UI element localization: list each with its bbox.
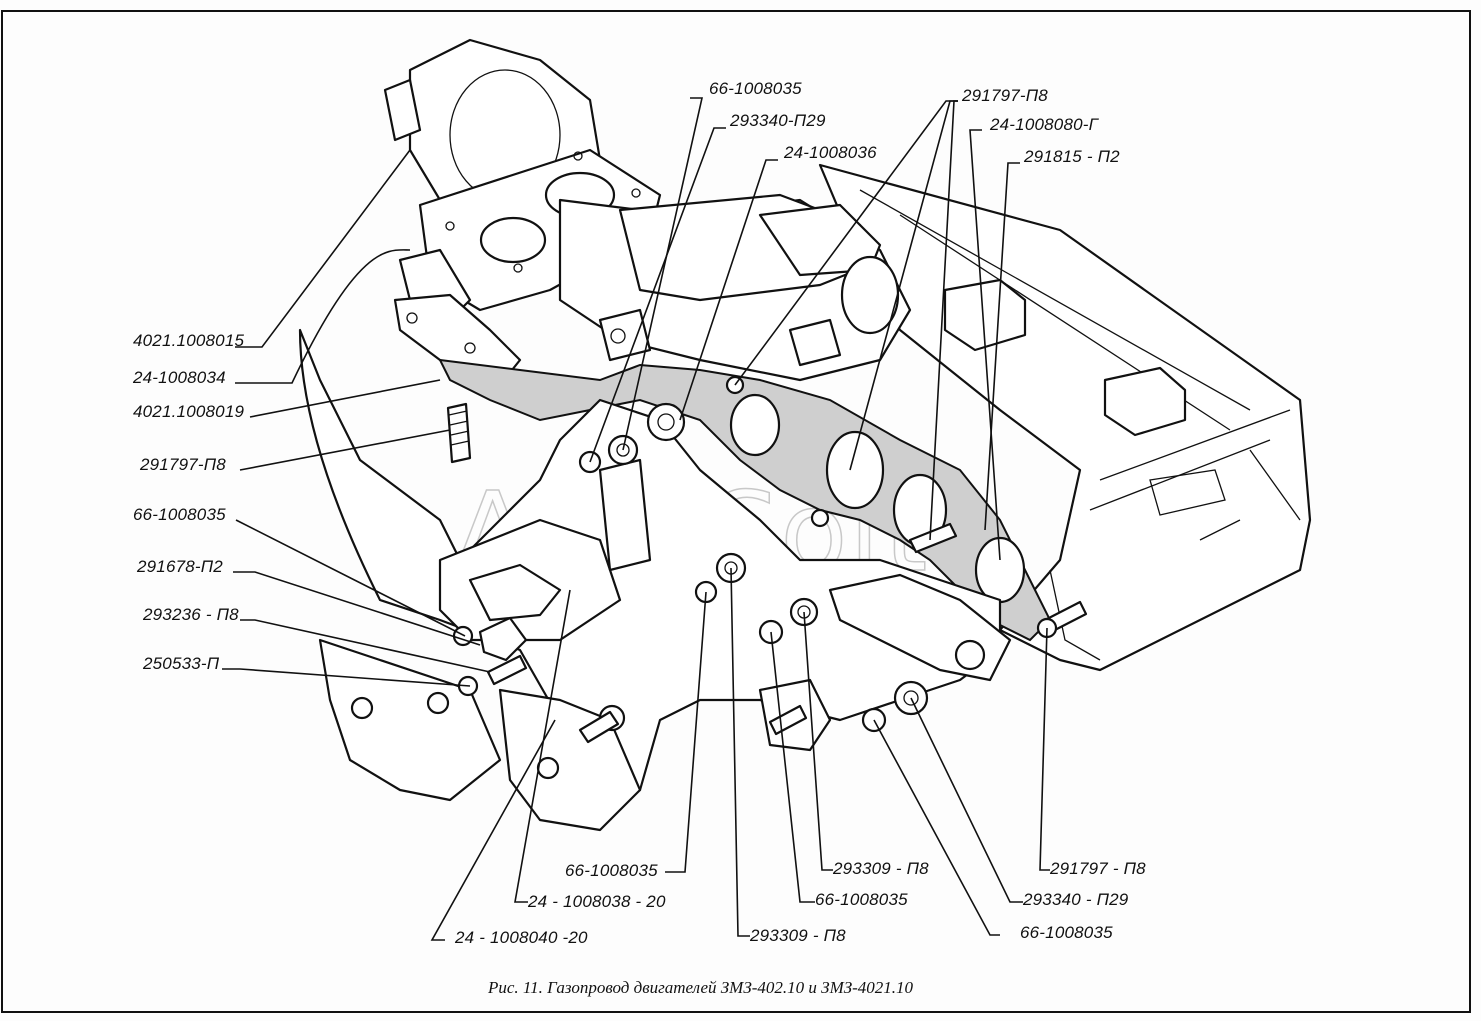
label-291678-P2: 291678-П2 [136, 557, 223, 576]
bracket-291678 [478, 616, 528, 662]
nut-250533 [426, 691, 450, 715]
label-24-1008036: 24-1008036 [783, 143, 877, 162]
label-24-1008040-20: 24 - 1008040 -20 [454, 928, 588, 947]
figure-caption: Рис. 11. Газопровод двигателей ЗМЗ-402.1… [487, 978, 914, 997]
label-4021-1008015: 4021.1008015 [133, 331, 244, 350]
leader-lines [222, 97, 1050, 941]
label-293340-P29-top: 293340-П29 [729, 111, 826, 130]
throat-1 [479, 216, 547, 264]
label-250533-P: 250533-П [142, 654, 220, 673]
label-24-1008038-20: 24 - 1008038 - 20 [527, 892, 666, 911]
head-boss-2 [1103, 366, 1187, 437]
label-66-1008035-mid: 66-1008035 [815, 890, 908, 909]
runner-block [788, 318, 842, 367]
label-293236-P8: 293236 - П8 [142, 605, 239, 624]
label-66-1008035-top: 66-1008035 [709, 79, 802, 98]
part-labels: 66-1008035 293340-П29 24-1008036 291797-… [132, 79, 1146, 947]
downpipe-left [318, 638, 502, 802]
label-24-1008034: 24-1008034 [132, 368, 226, 387]
gasket-port-3 [974, 536, 1026, 604]
label-66-1008035-right: 66-1008035 [1020, 923, 1113, 942]
label-293309-P8-mid: 293309 - П8 [832, 859, 929, 878]
drawing-frame [1, 10, 1471, 1013]
gasket-port-1 [825, 430, 885, 510]
label-293340-P29-right: 293340 - П29 [1022, 890, 1129, 909]
label-291797-P8-left: 291797-П8 [139, 455, 226, 474]
label-291797-P8-top: 291797-П8 [961, 86, 1048, 105]
stud-exhaust-left [578, 710, 620, 744]
label-66-1008035-bottom: 66-1008035 [565, 861, 658, 880]
stud-exhaust-right [768, 704, 808, 736]
label-24-1008080-G: 24-1008080-Г [989, 115, 1100, 134]
label-291815-P2: 291815 - П2 [1023, 147, 1120, 166]
exhaust-manifold [298, 328, 1012, 832]
cylinder-head [818, 163, 1312, 672]
stud-291797-center [908, 522, 958, 554]
manifold-boss-left [646, 402, 686, 442]
intake-manifold [383, 38, 912, 387]
screw-293236 [486, 654, 528, 686]
label-66-1008035-left: 66-1008035 [133, 505, 226, 524]
exhaust-rib [598, 458, 652, 572]
label-293309-P8-bottom: 293309 - П8 [749, 926, 846, 945]
label-291797-P8-right: 291797 - П8 [1049, 859, 1146, 878]
label-4021-1008019: 4021.1008019 [133, 402, 244, 421]
nut-intake-mid [810, 508, 830, 528]
exhaust-outlet-port [468, 563, 562, 622]
intake-sensor-boss [383, 78, 422, 142]
gasket-port-4 [729, 393, 781, 457]
